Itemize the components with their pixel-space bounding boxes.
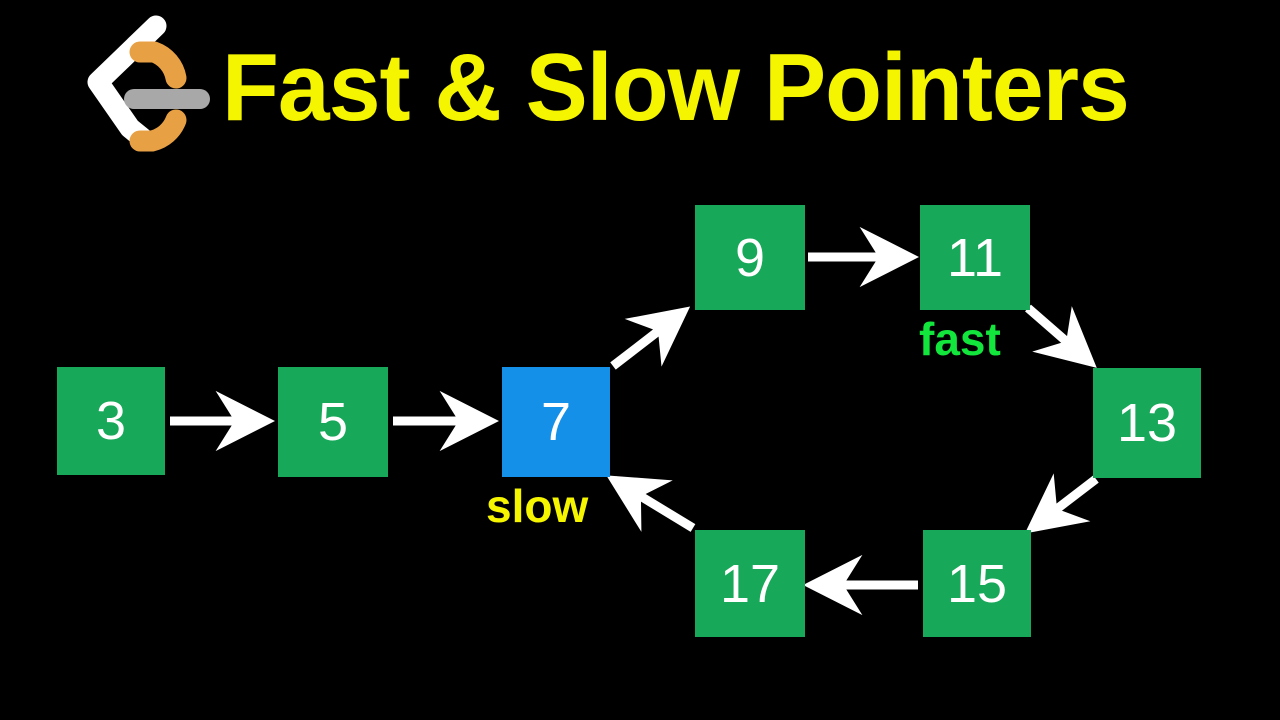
node-value: 3 bbox=[95, 391, 127, 451]
slide-header: Fast & Slow Pointers bbox=[0, 0, 1280, 175]
pointer-label-fast: fast bbox=[919, 313, 1001, 365]
node-value: 13 bbox=[1116, 393, 1178, 453]
node-value: 7 bbox=[540, 392, 572, 452]
node-value: 15 bbox=[946, 553, 1008, 614]
node-value: 9 bbox=[734, 227, 766, 288]
edge-7-to-9 bbox=[610, 306, 691, 370]
node-9[interactable]: 9 bbox=[695, 205, 805, 310]
node-15[interactable]: 15 bbox=[923, 530, 1031, 637]
node-7[interactable]: 7 bbox=[502, 367, 610, 477]
node-value: 5 bbox=[317, 392, 349, 452]
edge-11-to-13 bbox=[1025, 304, 1097, 368]
edge-17-to-7 bbox=[606, 475, 696, 532]
node-11[interactable]: 11 bbox=[920, 205, 1030, 310]
node-3[interactable]: 3 bbox=[57, 367, 165, 475]
pointer-label-slow: slow bbox=[486, 480, 589, 532]
node-value: 17 bbox=[719, 553, 781, 614]
node-value: 11 bbox=[946, 227, 1004, 288]
page-title: Fast & Slow Pointers bbox=[222, 34, 1130, 141]
node-17[interactable]: 17 bbox=[695, 530, 805, 637]
edge-13-to-15 bbox=[1024, 473, 1099, 534]
leetcode-logo-icon bbox=[78, 8, 210, 160]
node-13[interactable]: 13 bbox=[1093, 368, 1201, 478]
node-5[interactable]: 5 bbox=[278, 367, 388, 477]
